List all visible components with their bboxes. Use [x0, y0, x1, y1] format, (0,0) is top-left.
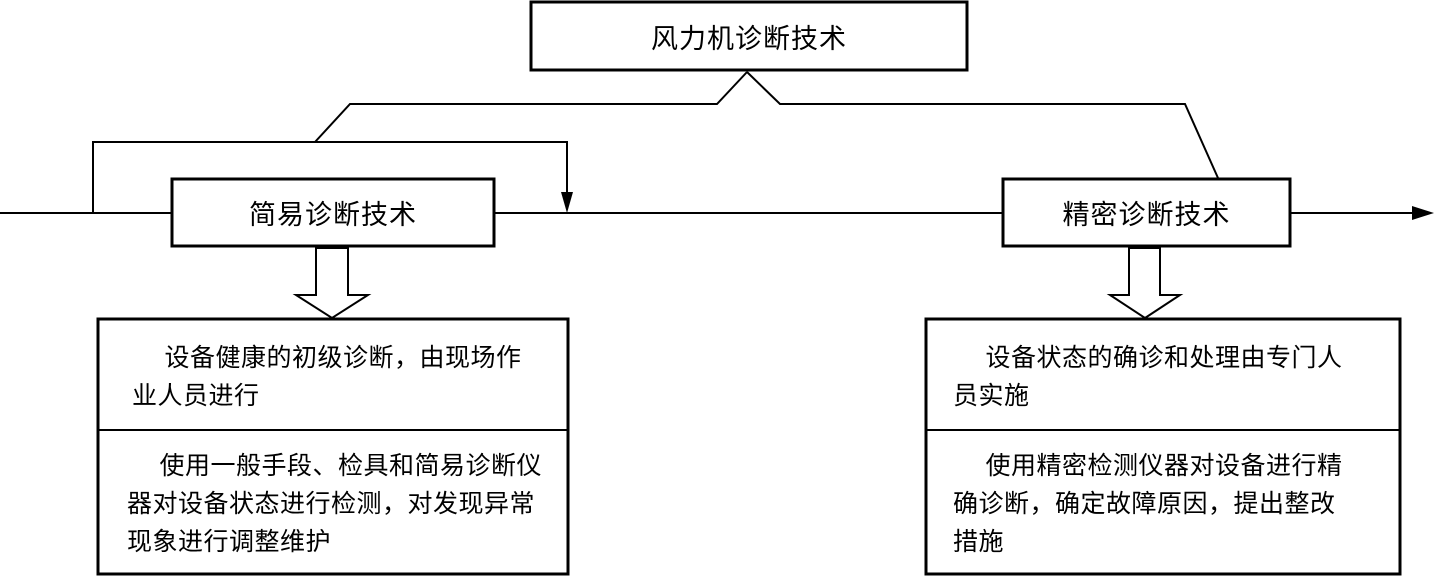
simple-method: 使用一般手段、检具和简易诊断仪器对设备状态进行检测，对发现异常现象进行调整维护	[127, 451, 543, 556]
feedback-arrowhead	[561, 192, 573, 213]
root-title: 风力机诊断技术	[651, 23, 847, 55]
flow-out-arrowhead	[1412, 206, 1434, 220]
precise-method: 使用精密检测仪器对设备进行精确诊断，确定故障原因，提出整改措施	[953, 451, 1343, 556]
simple-description: 设备健康的初级诊断，由现场作业人员进行	[132, 343, 522, 410]
simple-detail-box	[96, 317, 570, 576]
precise-box	[1001, 177, 1292, 248]
precise-detail-box	[924, 317, 1402, 576]
simple-box	[170, 177, 496, 248]
root-box	[529, 0, 969, 72]
precise-description: 设备状态的确诊和处理由专门人员实施	[953, 343, 1343, 410]
simple-title: 简易诊断技术	[249, 200, 417, 231]
branch-right	[746, 71, 1219, 179]
precise-down-arrow	[1106, 247, 1184, 320]
feedback-loop	[92, 141, 568, 213]
simple-down-arrow	[292, 247, 372, 320]
branch-left	[314, 71, 748, 143]
precise-title: 精密诊断技术	[1062, 200, 1231, 231]
